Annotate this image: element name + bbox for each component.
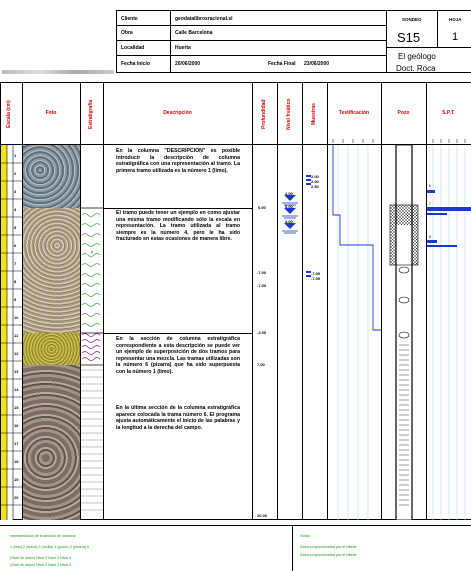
obra-label: Obra: [121, 30, 133, 36]
col-descripcion: Descripción: [163, 110, 192, 116]
scale-number: 1: [14, 153, 17, 158]
footer-right-2: Datos proporcionados por el cliente: [300, 545, 357, 549]
scale-number: 17: [14, 441, 19, 446]
footer-left-3: (Nivel de datos) Nivel 2 Nivel 3 Nivel 4: [10, 556, 72, 560]
scale-ruler: [1, 145, 22, 520]
fecha-inicio-value: 20/06/2000: [175, 61, 201, 67]
scale-number: 9: [14, 297, 17, 302]
depth-3: -7.00: [257, 283, 267, 288]
water-level-3: 3.00: [285, 219, 293, 224]
hoja-value: 1: [452, 31, 459, 43]
svg-text:p: p: [91, 249, 94, 254]
water-level-1: 4.00: [285, 191, 293, 196]
description-3: En la sección de columna estratigráfica …: [116, 336, 240, 375]
scale-number: 7: [14, 261, 17, 266]
col-spt: S.P.T.: [442, 110, 455, 116]
column-header-row: [0, 82, 471, 145]
col-nivel-freatico: Nivel freático: [286, 98, 292, 131]
scale-number: 12: [14, 351, 19, 356]
col-escala: Escala (cm): [6, 100, 12, 129]
scale-number: 10: [14, 315, 19, 320]
sondeo-label: SONDEO: [402, 17, 422, 22]
cliente-value: geodatalibrosracional.sl: [175, 16, 233, 22]
description-1: En la columna "DESCRIPCION" es posible i…: [116, 148, 240, 174]
water-level-symbols: [282, 195, 298, 234]
svg-text:8: 8: [429, 235, 431, 239]
sample-4: -7.00: [311, 271, 321, 276]
scale-number: 16: [14, 423, 19, 428]
scale-number: 14: [14, 387, 19, 392]
scale-number: 15: [14, 405, 19, 410]
body-frame: [0, 145, 471, 520]
strat-column: p: [81, 145, 103, 520]
core-photo-1: [23, 145, 80, 208]
testificacion-chart: [332, 145, 381, 520]
fecha-final-label: Fecha Final: [268, 61, 296, 67]
strat-pattern: p: [81, 145, 103, 511]
scale-number: 20: [14, 495, 19, 500]
scale-number: 2: [14, 171, 17, 176]
testificacion-scale: [332, 139, 374, 143]
svg-text:6: 6: [429, 184, 431, 188]
obra-value: Calle Barcelona: [175, 30, 213, 36]
footer-right-3: Datos proporcionados por el cliente: [300, 553, 357, 557]
scale-number: 19: [14, 477, 19, 482]
scale-number: 4: [14, 207, 17, 212]
sample-1: 2.00: [311, 174, 319, 179]
col-muestras: Muestras: [311, 103, 317, 126]
core-photo-4: [23, 365, 80, 520]
col-pozo: Pozo: [397, 110, 410, 116]
footer-left-4: (Nivel de datos) Nivel 2 Nivel 3 Nivel 4: [10, 563, 72, 567]
depth-4: -2.00: [257, 330, 267, 335]
footer-right-1: Notas:: [300, 534, 311, 538]
footer-box: [0, 525, 471, 571]
col-testificacion: Testificación: [338, 110, 370, 116]
description-4: En la última sección de la columna estra…: [116, 405, 240, 431]
fecha-inicio-label: Fecha Inicio: [121, 61, 150, 67]
geologo-line1: El geólogo: [398, 52, 436, 61]
scale-column: [1, 145, 22, 520]
scale-number: 5: [14, 225, 17, 230]
spt-scale: [432, 139, 466, 143]
spt-chart: 6 7 8: [427, 145, 471, 520]
scale-number: 3: [14, 189, 17, 194]
localidad-label: Localidad: [121, 45, 145, 51]
header-box: [116, 10, 471, 73]
sondeo-value: S15: [397, 30, 421, 45]
core-photo-3: [23, 333, 80, 365]
cliente-label: Cliente: [121, 16, 138, 22]
footer-left-2: 1 (limo) 2 (arena) 3 (arcilla) 4 (grava)…: [10, 545, 90, 549]
depth-6: 20.00: [257, 513, 268, 518]
sample-3: 2.50: [311, 184, 319, 189]
depth-1: 0.00: [258, 205, 266, 210]
scale-number: 13: [14, 369, 19, 374]
header-logo-area: [0, 0, 116, 72]
description-2: El tramo puede tener un ejemplo en como …: [116, 210, 240, 243]
scale-number: 8: [14, 279, 17, 284]
hoja-label: HOJA: [449, 17, 462, 22]
sample-markers: [306, 175, 311, 277]
scale-number: 18: [14, 459, 19, 464]
water-level-2: 5.00: [285, 204, 293, 209]
footer-left-1: representación de la sección de columna: [10, 534, 76, 538]
localidad-value: Huerta: [175, 45, 191, 51]
core-photo-2: [23, 208, 80, 333]
col-estratigrafia: Estratigrafía: [88, 99, 94, 130]
scale-number: 6: [14, 243, 17, 248]
header-ground-strip: [2, 70, 114, 74]
sample-2: 2.00: [311, 179, 319, 184]
fecha-final-value: 23/06/2000: [304, 61, 330, 67]
col-profundidad: Profundidad: [261, 99, 267, 130]
sample-5: -7.00: [311, 276, 321, 281]
scale-number: 11: [14, 333, 19, 338]
depth-2: -7.00: [257, 270, 267, 275]
depth-5: 7.00: [257, 362, 265, 367]
col-foto: Foto: [45, 110, 57, 116]
geologo-line2: Doct. Roca: [396, 64, 436, 73]
well-diagram: [389, 145, 419, 520]
svg-text:7: 7: [429, 202, 431, 206]
